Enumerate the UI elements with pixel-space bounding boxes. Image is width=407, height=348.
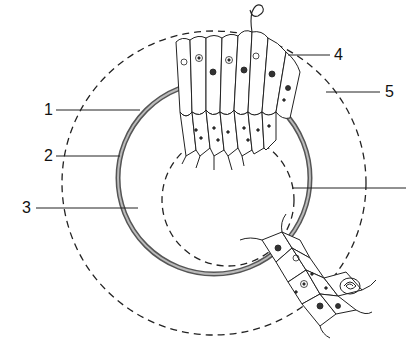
coiled-capsule: [340, 278, 360, 294]
cell: [324, 272, 362, 296]
flagellum: [250, 5, 263, 32]
callout-number: 3: [22, 199, 31, 217]
leader-lines: [36, 55, 406, 208]
callout-number: 4: [334, 46, 343, 64]
cell-processes: [182, 156, 244, 170]
leader-line: [288, 55, 330, 56]
bottom-processes: [240, 214, 376, 338]
callout-number: 5: [385, 83, 394, 101]
cell: [262, 112, 276, 150]
cell: [276, 52, 300, 118]
cell: [320, 294, 356, 314]
cell: [206, 36, 222, 115]
leader-line: [292, 188, 406, 189]
leader-line: [56, 110, 140, 111]
callout-number: 2: [44, 147, 53, 165]
cell: [248, 112, 264, 154]
outer-dashed-circle: [62, 31, 366, 335]
cell: [176, 38, 192, 116]
bottom-nuclei: [275, 245, 341, 309]
top-nuclei: [181, 53, 291, 141]
leader-line: [36, 208, 138, 209]
top-cell-group: [176, 31, 300, 156]
bottom-cell-group: [262, 232, 362, 326]
callout-number: 1: [44, 101, 53, 119]
leader-line: [56, 156, 120, 157]
cell: [190, 36, 206, 114]
leader-line: [326, 92, 380, 93]
